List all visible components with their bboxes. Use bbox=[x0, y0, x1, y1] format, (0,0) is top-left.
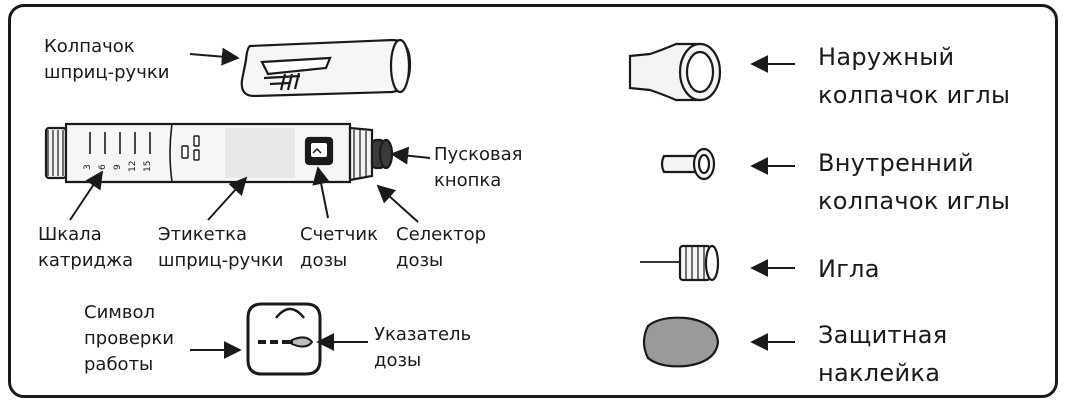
label-start-button: Пусковая кнопка bbox=[434, 144, 523, 191]
needle-icon bbox=[640, 244, 720, 282]
label-dose-pointer: Указатель дозы bbox=[374, 324, 472, 371]
arrow-start-button bbox=[390, 146, 431, 165]
arrow-dose-counter bbox=[312, 166, 331, 219]
arrow-cartridge-scale bbox=[69, 170, 103, 221]
label-pen-cap: Колпачок шприц-ручки bbox=[44, 36, 170, 83]
label-dose-counter: Счетчик дозы bbox=[300, 224, 378, 271]
label-needle: Игла bbox=[818, 255, 880, 283]
label-dose-selector: Селектор дозы bbox=[396, 224, 487, 271]
inner-needle-cap-icon bbox=[660, 147, 716, 181]
scale-mark-1: 3 bbox=[83, 164, 93, 170]
label-outer-needle-cap: Наружный колпачок иглы bbox=[818, 43, 1011, 109]
label-protective-tab: Защитная наклейка bbox=[818, 321, 948, 387]
diagram-frame bbox=[8, 4, 1058, 398]
arrow-pen-cap bbox=[189, 47, 240, 66]
scale-mark-4: 12 bbox=[128, 161, 138, 172]
label-inner-needle-cap: Внутренний колпачок иглы bbox=[818, 149, 1011, 215]
arrow-pen-label bbox=[207, 176, 248, 221]
scale-mark-3: 9 bbox=[113, 164, 123, 170]
label-check-symbol: Символ проверки работы bbox=[84, 302, 174, 375]
label-cartridge-scale: Шкала катриджа bbox=[38, 224, 134, 271]
outer-needle-cap-icon bbox=[628, 42, 722, 102]
scale-mark-2: 6 bbox=[98, 164, 108, 170]
pen-cap-icon bbox=[240, 38, 412, 98]
label-pen-label: Этикетка шприц-ручки bbox=[158, 224, 284, 271]
protective-tab-icon bbox=[642, 316, 720, 368]
dose-window-icon bbox=[246, 302, 322, 376]
scale-mark-5: 15 bbox=[143, 161, 153, 172]
insulin-pen-icon bbox=[44, 122, 394, 184]
arrow-dose-selector bbox=[376, 184, 419, 223]
